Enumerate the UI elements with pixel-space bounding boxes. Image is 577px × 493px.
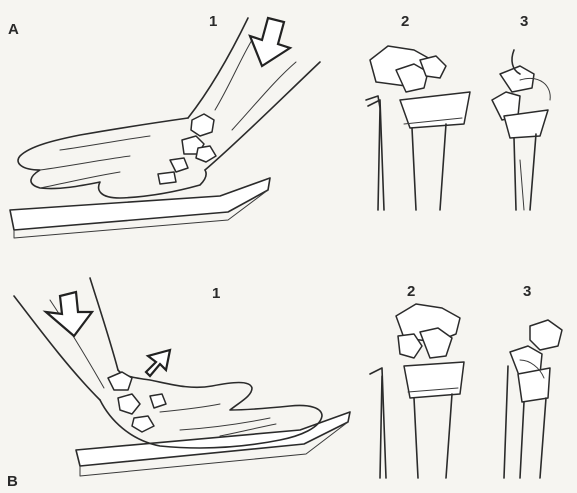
panel-a-xray-view-2 bbox=[366, 46, 470, 210]
panel-b-xray-view-3 bbox=[504, 320, 562, 478]
panel-a-xray-view-3 bbox=[492, 50, 550, 210]
panel-a-forearm bbox=[188, 18, 248, 118]
panel-a-carpals bbox=[158, 114, 216, 184]
panel-b-board bbox=[76, 412, 350, 466]
panel-a-hand bbox=[18, 118, 206, 198]
panel-a-hand-illustration bbox=[10, 18, 320, 238]
panel-b-displacement-arrow-icon bbox=[146, 350, 170, 376]
panel-b-force-arrow-icon bbox=[46, 292, 92, 336]
panel-b-xray-view-2 bbox=[370, 304, 464, 478]
panel-a-force-arrow-icon bbox=[250, 18, 290, 66]
panel-b-hand-illustration bbox=[14, 278, 350, 476]
